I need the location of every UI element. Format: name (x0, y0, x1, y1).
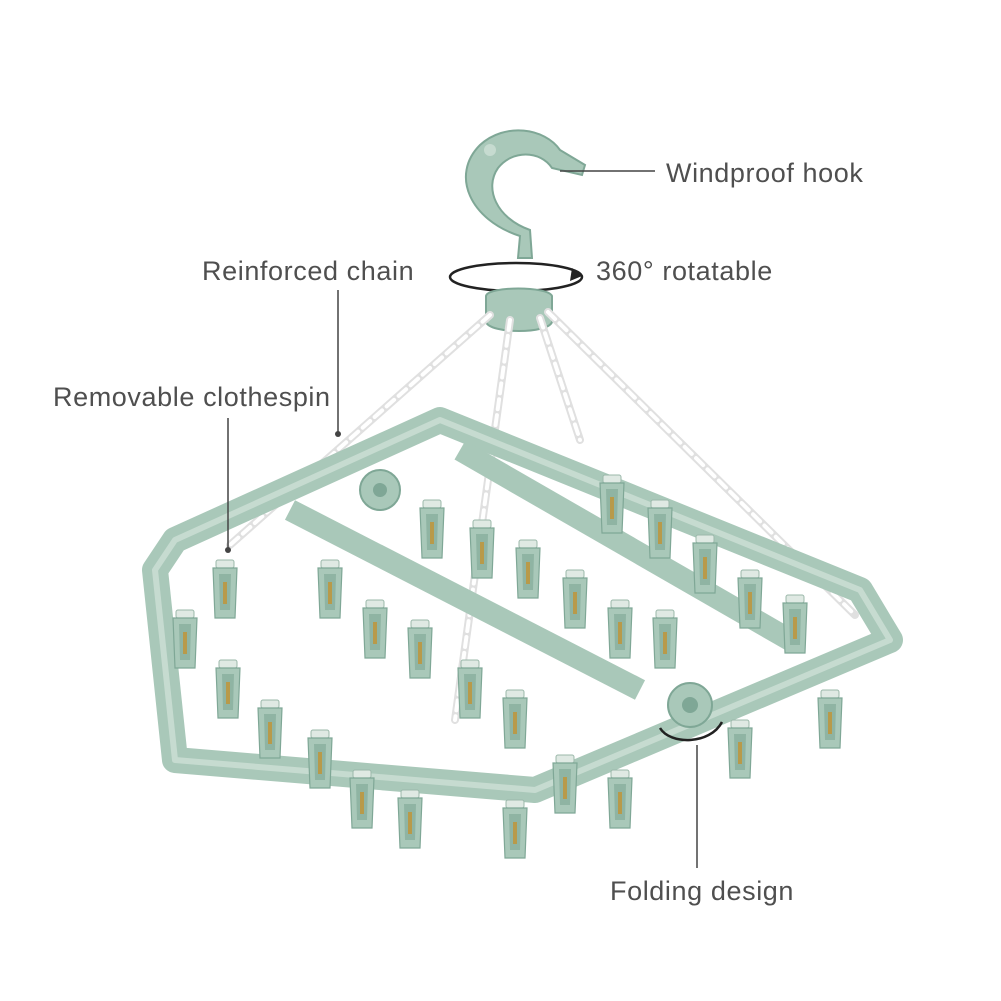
windproof-hook (464, 129, 587, 259)
label-reinforced-chain: Reinforced chain (202, 256, 415, 286)
leader-lines (225, 170, 698, 868)
folding-joint (359, 469, 724, 742)
label-removable-clothespin: Removable clothespin (53, 382, 331, 412)
label-360-rotatable: 360° rotatable (596, 256, 773, 286)
label-windproof-hook: Windproof hook (666, 158, 864, 188)
label-folding-design: Folding design (610, 876, 795, 906)
hook-hub (485, 287, 553, 332)
rotation-arrow-icon (448, 261, 584, 293)
hanger-frame (142, 407, 903, 803)
